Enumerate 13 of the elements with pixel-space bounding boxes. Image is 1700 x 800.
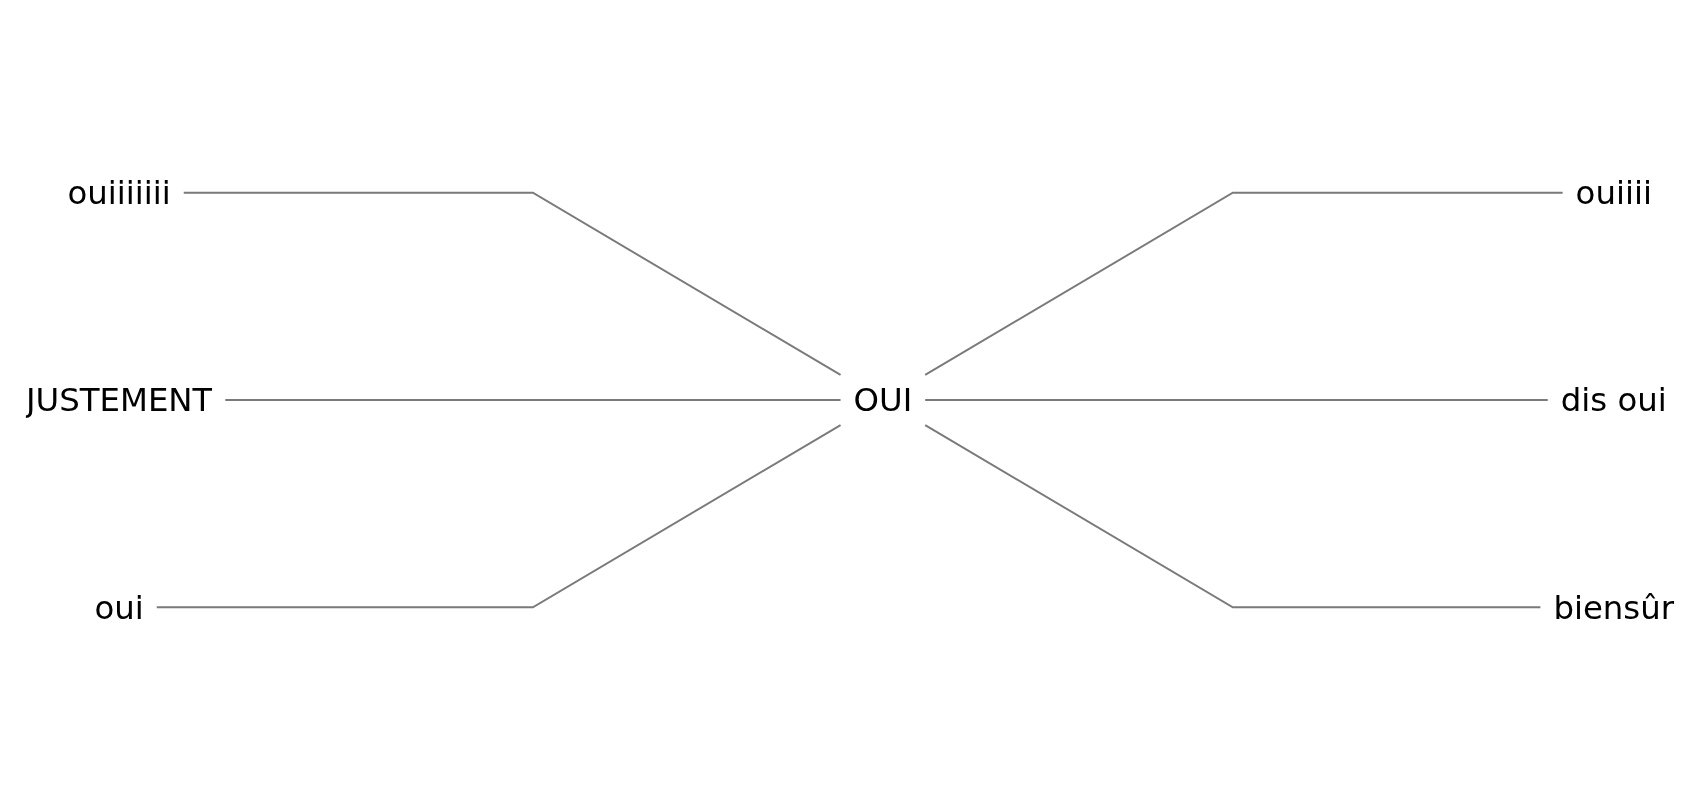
connector-line	[224, 399, 842, 401]
connector-line	[924, 424, 1542, 609]
connector-line	[924, 399, 1549, 401]
word-label: oui	[94, 587, 144, 627]
word-label: dis oui	[1560, 380, 1667, 420]
word-label: biensûr	[1553, 587, 1675, 627]
word-label: OUI	[853, 380, 913, 420]
word-label: ouiiii	[1575, 173, 1652, 213]
connector-line	[924, 191, 1564, 376]
word-label: ouiiiiiii	[67, 173, 171, 213]
connector-line	[182, 191, 842, 376]
word-label: JUSTEMENT	[25, 380, 213, 420]
connector-line	[155, 424, 842, 609]
